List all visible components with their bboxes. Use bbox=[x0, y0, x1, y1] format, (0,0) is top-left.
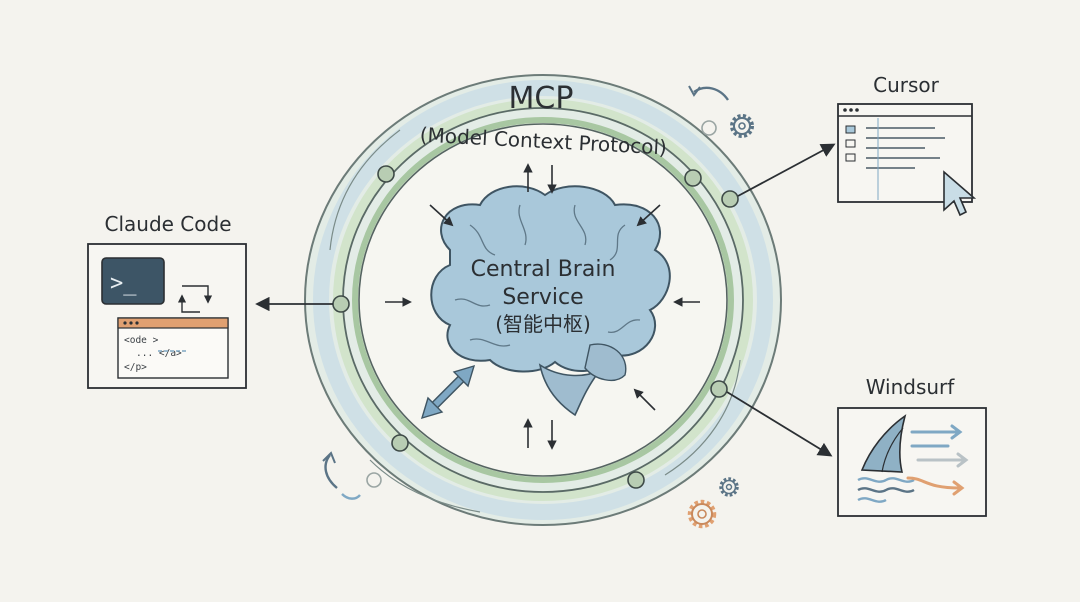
ring-nodes bbox=[332, 120, 739, 489]
wave-icon bbox=[857, 477, 915, 503]
arrow bbox=[429, 204, 454, 227]
ring-node bbox=[627, 471, 645, 489]
ring-node bbox=[377, 165, 395, 183]
swap-arrows-icon bbox=[420, 364, 476, 420]
cursor-card[interactable] bbox=[837, 103, 977, 217]
ring-node bbox=[684, 169, 702, 187]
cursor-pointer-icon bbox=[943, 170, 977, 217]
sail-icon bbox=[860, 414, 907, 473]
brain-icon bbox=[430, 185, 671, 417]
browser-window-icon bbox=[838, 108, 972, 200]
ring-title: MCP bbox=[509, 81, 574, 116]
gear-icon bbox=[730, 114, 754, 138]
terminal-prompt: >_ bbox=[110, 271, 137, 296]
ring-node bbox=[701, 120, 717, 136]
center-line1: Central Brain bbox=[471, 257, 616, 282]
refresh-arrow-icon bbox=[688, 85, 729, 101]
arrow bbox=[633, 388, 656, 411]
flow-arrows bbox=[906, 424, 969, 496]
swap-arrows-icon bbox=[177, 285, 213, 313]
gear-icon bbox=[687, 499, 717, 529]
code-line: ... </a> bbox=[136, 348, 182, 359]
ring-node bbox=[366, 472, 382, 488]
gear-icon bbox=[719, 477, 739, 497]
claude-code-card[interactable]: >_ <ode > ... </a> </p> bbox=[87, 243, 247, 389]
code-line: </p> bbox=[124, 362, 147, 373]
code-window-icon: <ode > ... </a> </p> bbox=[117, 317, 229, 379]
windsurf-card[interactable] bbox=[837, 407, 987, 517]
code-line: <ode > bbox=[124, 335, 159, 346]
refresh-arrow-icon bbox=[322, 451, 361, 500]
arrow bbox=[636, 204, 661, 227]
inner-arrows bbox=[385, 163, 700, 450]
client-connectors bbox=[255, 143, 836, 457]
cursor-label: Cursor bbox=[873, 73, 940, 97]
connector-windsurf bbox=[726, 391, 833, 457]
terminal-icon: >_ bbox=[101, 257, 165, 305]
center-line2: Service bbox=[502, 285, 583, 310]
ring-node bbox=[332, 295, 350, 313]
ring-node bbox=[710, 380, 728, 398]
windsurf-label: Windsurf bbox=[866, 375, 956, 399]
center-line3: (智能中枢) bbox=[495, 312, 591, 336]
ring-node bbox=[391, 434, 409, 452]
claude-label: Claude Code bbox=[104, 212, 231, 236]
connector-cursor bbox=[737, 143, 836, 197]
ring-node bbox=[721, 190, 739, 208]
